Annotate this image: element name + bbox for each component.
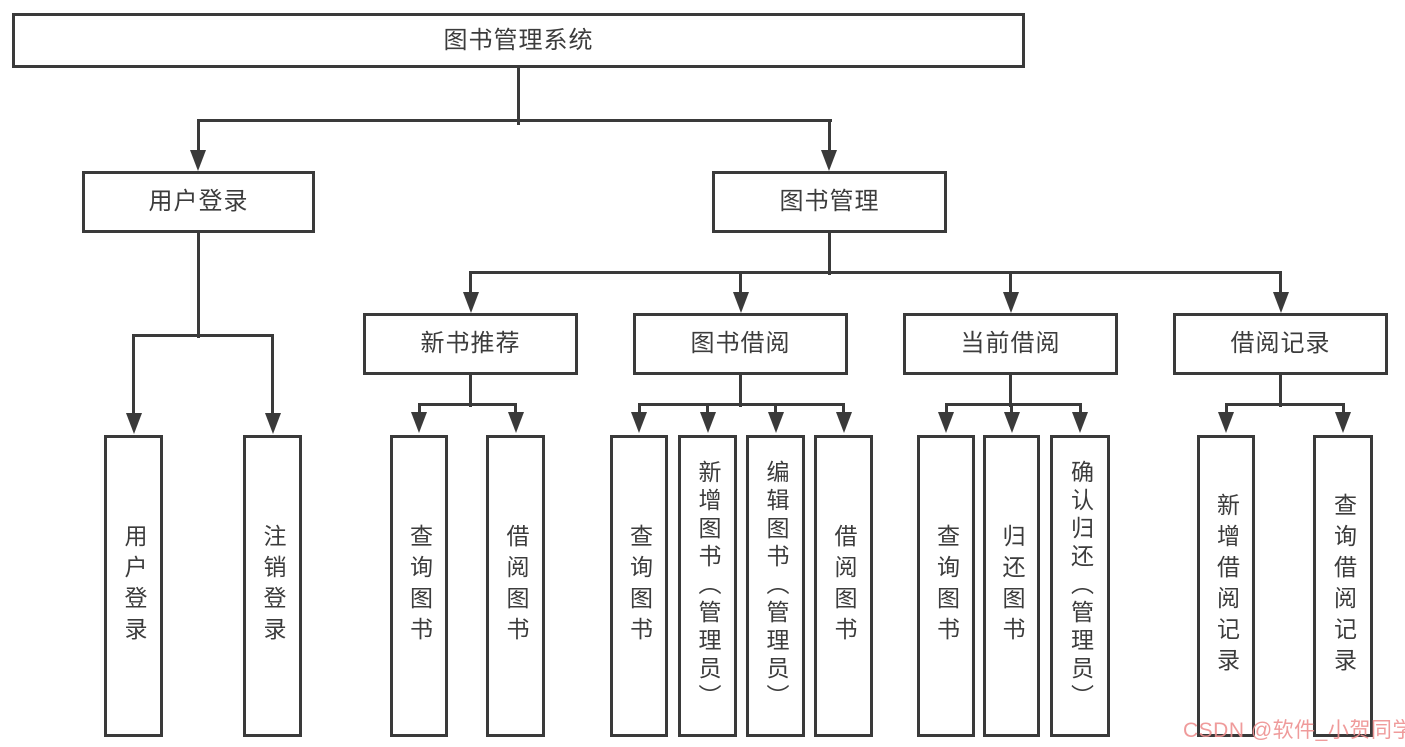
connector-drop-book-management [828, 119, 831, 151]
node-user-login: 用户登录 [82, 171, 315, 233]
leaf-add-books-admin: 新增图书（管理员） [678, 435, 737, 737]
connector-book-management-bus [469, 271, 1282, 274]
arrow-down-icon [190, 150, 206, 171]
connector-drop [739, 271, 742, 293]
arrow-down-icon [836, 412, 852, 433]
leaf-label: 注销登录 [260, 524, 286, 648]
arrow-down-icon [1072, 412, 1088, 433]
arrow-down-icon [508, 412, 524, 433]
arrow-down-icon [938, 412, 954, 433]
arrow-down-icon [1218, 412, 1234, 433]
leaf-label: 查询图书 [406, 524, 433, 648]
leaf-label: 查询图书 [933, 524, 960, 648]
arrow-down-icon [821, 150, 837, 171]
connector-drop [132, 334, 135, 414]
arrow-down-icon [1335, 412, 1351, 433]
arrow-down-icon [126, 413, 142, 434]
leaf-logout: 注销登录 [243, 435, 302, 737]
arrow-down-icon [631, 412, 647, 433]
leaf-label: 查询图书 [626, 524, 653, 648]
leaf-query-books: 查询图书 [917, 435, 975, 737]
connector-bus [945, 403, 1082, 406]
connector-drop [418, 403, 421, 413]
leaf-borrow-books: 借阅图书 [814, 435, 873, 737]
connector-book-management-stem [828, 233, 831, 275]
arrow-down-icon [768, 412, 784, 433]
arrow-down-icon [1004, 412, 1020, 433]
leaf-label: 新增图书（管理员） [695, 460, 721, 712]
arrow-down-icon [1003, 292, 1019, 313]
leaf-label: 编辑图书（管理员） [763, 460, 789, 712]
arrow-down-icon [411, 412, 427, 433]
arrow-down-icon [700, 412, 716, 433]
leaf-label: 确认归还（管理员） [1067, 460, 1094, 712]
connector-root-bus [197, 119, 832, 122]
arrow-down-icon [733, 292, 749, 313]
connector-drop [945, 403, 948, 413]
connector-bus [418, 403, 517, 406]
connector-drop [1010, 403, 1013, 413]
connector-drop [774, 403, 777, 413]
leaf-label: 新增借阅记录 [1213, 493, 1240, 679]
leaf-query-borrow-record: 查询借阅记录 [1313, 435, 1373, 737]
connector-drop [271, 334, 274, 414]
arrow-down-icon [265, 413, 281, 434]
connector-root-stem [517, 68, 520, 125]
connector-drop [638, 403, 641, 413]
leaf-label: 借阅图书 [831, 524, 857, 648]
connector-bus [638, 403, 845, 406]
leaf-borrow-books: 借阅图书 [486, 435, 545, 737]
leaf-query-books: 查询图书 [390, 435, 448, 737]
connector-stem [739, 375, 742, 407]
connector-drop [1279, 271, 1282, 293]
connector-drop [1079, 403, 1082, 413]
leaf-query-books: 查询图书 [610, 435, 668, 737]
connector-user-login-bus [132, 334, 274, 337]
connector-drop [1225, 403, 1228, 413]
node-book-borrow: 图书借阅 [633, 313, 848, 375]
connector-stem [1009, 375, 1012, 407]
node-borrow-records: 借阅记录 [1173, 313, 1388, 375]
arrow-down-icon [1273, 292, 1289, 313]
csdn-watermark: CSDN @软件_小贺同学 [1183, 719, 1405, 742]
leaf-label: 归还图书 [999, 524, 1025, 648]
connector-drop [842, 403, 845, 413]
connector-drop [514, 403, 517, 413]
node-root: 图书管理系统 [12, 13, 1025, 68]
connector-drop [1009, 271, 1012, 293]
connector-user-login-stem [197, 232, 200, 338]
arrow-down-icon [463, 292, 479, 313]
leaf-label: 查询借阅记录 [1330, 493, 1357, 679]
node-current-borrow: 当前借阅 [903, 313, 1118, 375]
leaf-label: 用户登录 [121, 524, 147, 648]
connector-drop [469, 271, 472, 293]
connector-drop [706, 403, 709, 413]
leaf-label: 借阅图书 [503, 524, 529, 648]
leaf-user-login: 用户登录 [104, 435, 163, 737]
leaf-confirm-return-admin: 确认归还（管理员） [1050, 435, 1110, 737]
node-new-book-recommend: 新书推荐 [363, 313, 578, 375]
connector-drop [1342, 403, 1345, 413]
connector-drop-user-login [197, 119, 200, 151]
leaf-edit-books-admin: 编辑图书（管理员） [746, 435, 805, 737]
connector-bus [1225, 403, 1345, 406]
connector-stem [1279, 375, 1282, 407]
leaf-add-borrow-record: 新增借阅记录 [1197, 435, 1255, 737]
node-book-management: 图书管理 [712, 171, 947, 233]
connector-stem [469, 375, 472, 407]
leaf-return-books: 归还图书 [983, 435, 1040, 737]
